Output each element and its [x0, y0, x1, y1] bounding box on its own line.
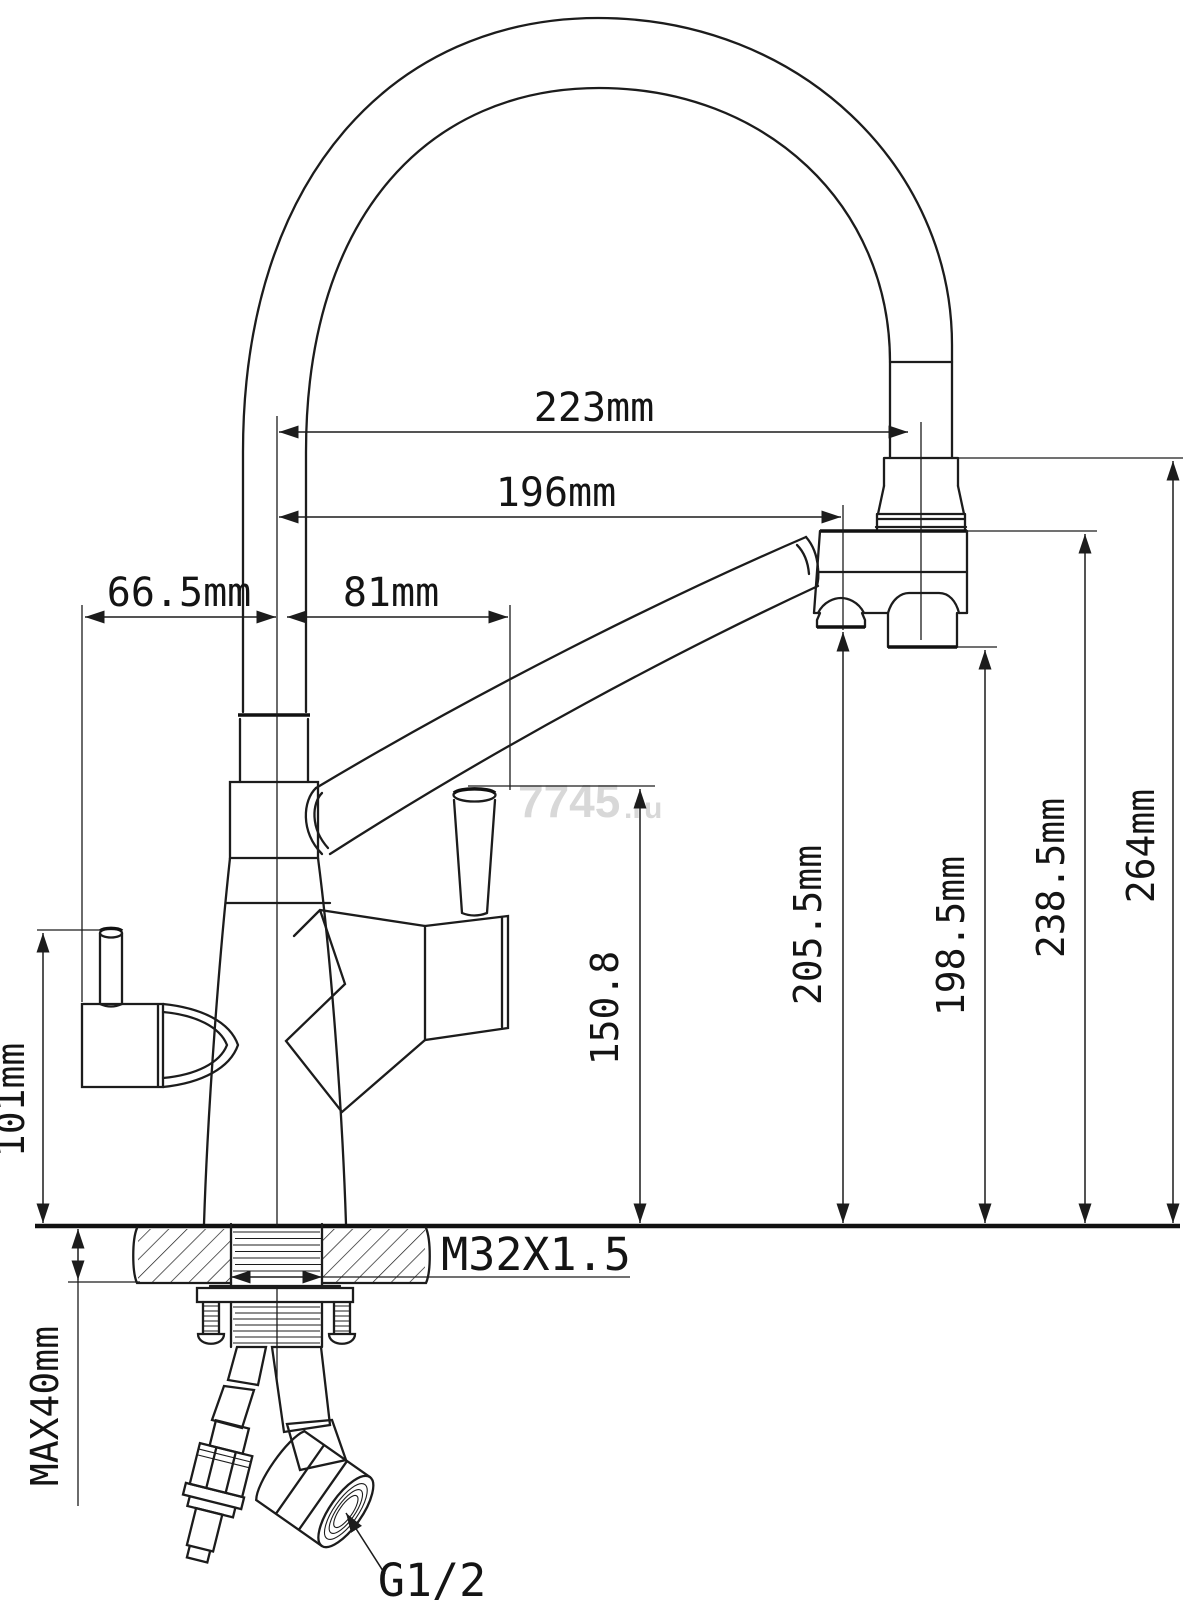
mixer-mount-cone — [284, 908, 427, 1114]
body-collar-block — [228, 780, 320, 860]
dim-label-264mm: 264mm — [1119, 789, 1163, 903]
side-spout-lower-edge — [328, 584, 820, 856]
gooseneck-outer-edge — [241, 16, 954, 714]
hose-left-lower — [210, 1384, 256, 1430]
mixer-lever-block — [423, 914, 510, 1042]
counter-hatch-right — [323, 1229, 425, 1283]
dim-label-max40mm: MAX40mm — [23, 1326, 67, 1486]
head-main-dome — [886, 591, 961, 615]
g12-nut — [255, 1430, 375, 1549]
watermark-main: 7745 — [518, 775, 620, 827]
side-spout-upper-edge — [314, 535, 808, 790]
thread-label-m32: M32X1.5 — [441, 1228, 631, 1281]
head-left-dome — [816, 596, 866, 615]
mounting-screw-left — [196, 1300, 226, 1345]
filter-pin — [98, 931, 124, 1008]
countertop-cross-section — [35, 1222, 1180, 1288]
dimension-lines — [36, 425, 1180, 1575]
dim-label-223mm: 223mm — [534, 385, 654, 431]
body-right-edge — [316, 856, 348, 1226]
dim-label-101mm: 101mm — [0, 1043, 33, 1157]
dim-label-198-5mm: 198.5mm — [929, 856, 973, 1016]
hose-right — [270, 1345, 332, 1434]
filter-handle-block — [80, 1002, 165, 1089]
hose-left-upper — [226, 1345, 268, 1387]
mixer-lever-handle — [284, 787, 510, 1114]
riser-collar-tube — [238, 717, 310, 784]
side-spout-body-cap — [304, 786, 324, 856]
head-flare-taper — [876, 484, 966, 516]
gooseneck-spout — [241, 16, 954, 714]
dim-label-196mm: 196mm — [496, 470, 616, 516]
filter-valve-handle — [80, 926, 240, 1089]
filter-handle-bell — [161, 1002, 240, 1089]
mixer-pin-rim — [452, 787, 497, 795]
mounting-flange — [195, 1284, 355, 1304]
leader-g12 — [345, 1512, 386, 1575]
mounting-hardware — [195, 1284, 357, 1349]
supply-hoses — [181, 1345, 375, 1564]
mounting-screw-right — [327, 1300, 357, 1345]
pullout-spray-head — [812, 456, 969, 649]
faucet-body — [202, 713, 348, 1226]
dim-label-150-8: 150.8 — [583, 951, 627, 1065]
side-spout-body-cap-inner — [313, 791, 330, 850]
mixer-pin-cone — [452, 798, 497, 917]
dim-label-66-5mm: 66.5mm — [107, 570, 252, 616]
counter-block-edges — [132, 1226, 431, 1285]
connector-label-g12: G1/2 — [378, 1554, 486, 1600]
head-body — [812, 529, 969, 615]
counter-hatch-left — [138, 1229, 230, 1283]
shank-thread-lines — [233, 1231, 322, 1272]
hose-left-fitting — [181, 1418, 254, 1564]
aux-outlet-sides — [815, 611, 867, 629]
watermark-suffix: .ru — [624, 792, 662, 825]
dim-label-81mm: 81mm — [343, 570, 439, 616]
dimension-labels: 223mm 196mm 66.5mm 81mm 101mm 150.8 205.… — [0, 385, 1163, 1600]
extension-lines — [37, 416, 1183, 1506]
side-spout-head-cap-inner — [795, 543, 811, 576]
dim-label-205-5mm: 205.5mm — [786, 845, 830, 1005]
gooseneck-inner-edge — [304, 86, 892, 714]
side-spout — [304, 535, 820, 856]
dim-label-238-5mm: 238.5mm — [1029, 798, 1073, 958]
main-outlet-sides — [886, 611, 959, 649]
filter-handle-bell-inner — [161, 1010, 229, 1080]
